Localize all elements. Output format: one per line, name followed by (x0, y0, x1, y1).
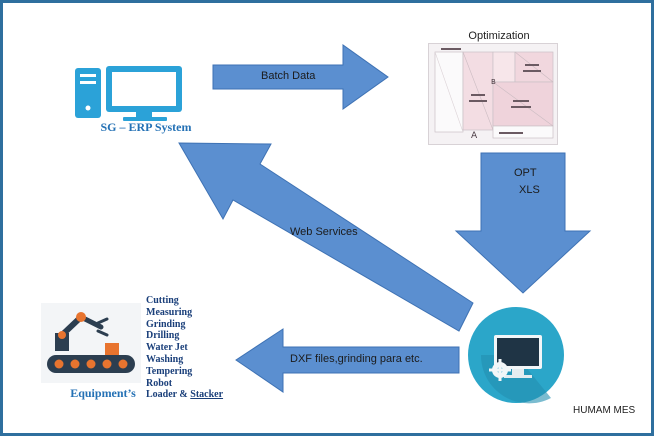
layout-label-a: A (471, 131, 478, 141)
list-item: Washing (146, 353, 184, 365)
optimization-layout-panel: A B (428, 43, 558, 145)
computer-icon (75, 66, 182, 121)
robot-arm-conveyor-icon (41, 303, 141, 383)
list-item: Tempering (146, 365, 193, 377)
opt-xls-arrow (454, 152, 592, 294)
loader-label: Loader & (146, 389, 191, 401)
web-services-arrow (178, 142, 474, 332)
web-services-label: Web Services (290, 226, 358, 238)
equipment-label: Equipment’s (70, 386, 136, 400)
optimization-label: Optimization (468, 30, 530, 42)
layout-label-b: B (491, 78, 496, 86)
dxf-files-label: DXF files,grinding para etc. (290, 353, 423, 365)
erp-system-label: SG – ERP System (100, 120, 192, 134)
list-item: Grinding (146, 318, 186, 330)
list-item: Water Jet (146, 342, 188, 354)
stacker-label: Stacker (190, 389, 224, 401)
opt-label: OPT (514, 167, 537, 179)
equipment-list: Cutting Measuring Grinding Drilling Wate… (146, 295, 223, 401)
batch-data-label: Batch Data (261, 70, 316, 82)
flow-arrows (41, 44, 592, 404)
list-item: Loader & Stacker (146, 389, 223, 401)
list-item: Measuring (146, 306, 193, 318)
glass-cutting-layout-icon: A B (429, 44, 557, 144)
humam-mes-label: HUMAM MES (573, 405, 636, 416)
batch-data-arrow (212, 44, 389, 110)
list-item: Drilling (146, 330, 180, 342)
list-item: Robot (146, 377, 173, 389)
list-item: Cutting (146, 295, 179, 306)
xls-label: XLS (519, 184, 540, 196)
monitor-gear-icon (468, 307, 564, 404)
dxf-arrow (235, 328, 460, 393)
